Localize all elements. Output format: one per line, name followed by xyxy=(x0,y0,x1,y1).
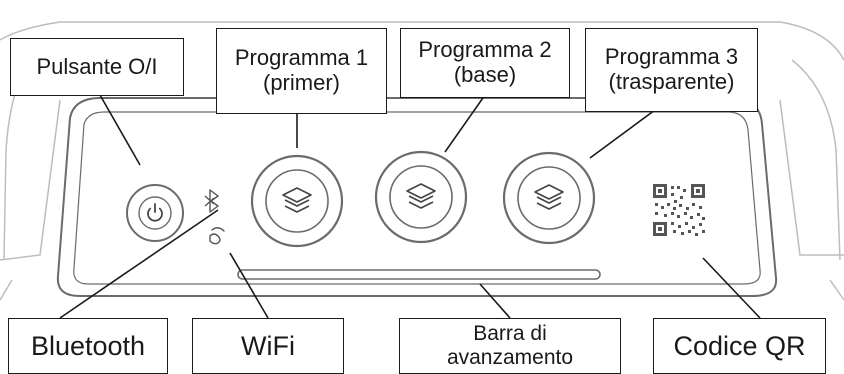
progress-bar xyxy=(237,269,601,280)
power-icon xyxy=(147,203,163,222)
button-panel xyxy=(56,97,778,297)
program1-button[interactable] xyxy=(250,154,344,248)
program2-callout: Programma 2 (base) xyxy=(400,28,570,98)
bluetooth-icon xyxy=(204,189,219,213)
wifi-icon xyxy=(209,227,225,245)
qr-callout: Codice QR xyxy=(653,318,826,374)
program2-label-line1: Programma 2 xyxy=(418,37,552,63)
program2-button[interactable] xyxy=(374,150,468,244)
bluetooth-label: Bluetooth xyxy=(30,330,146,361)
program1-label-line2: (primer) xyxy=(263,70,340,95)
progress-callout: Barra di avanzamento xyxy=(399,318,621,374)
leader-qr xyxy=(702,257,761,319)
program3-label-line1: Programma 3 xyxy=(604,44,739,70)
bluetooth-callout: Bluetooth xyxy=(8,318,168,374)
power-callout: Pulsante O/I xyxy=(10,38,184,96)
program3-button[interactable] xyxy=(502,151,596,245)
program1-callout: Programma 1 (primer) xyxy=(216,28,387,114)
leader-program3 xyxy=(589,109,656,159)
qr-code-icon xyxy=(653,184,705,236)
callout-leaders xyxy=(59,94,761,319)
leader-power xyxy=(99,94,141,166)
program1-label-line1: Programma 1 xyxy=(234,45,369,71)
leader-program2 xyxy=(444,94,486,153)
power-label: Pulsante O/I xyxy=(36,53,158,79)
program3-callout: Programma 3 (trasparente) xyxy=(585,28,758,112)
leader-progress xyxy=(479,283,511,319)
progress-label-line2: avanzamento xyxy=(446,346,574,369)
layers-icon xyxy=(534,184,564,210)
program3-label-line2: (trasparente) xyxy=(608,69,735,94)
leader-wifi xyxy=(229,252,269,319)
power-button[interactable] xyxy=(126,184,184,242)
progress-label-line1: Barra di xyxy=(473,322,547,346)
wifi-label: WiFi xyxy=(241,330,295,361)
leader-bluetooth xyxy=(59,209,219,319)
layers-icon xyxy=(406,183,436,209)
layers-icon xyxy=(282,187,312,213)
qr-label: Codice QR xyxy=(673,330,806,361)
program2-label-line2: (base) xyxy=(453,62,517,87)
wifi-callout: WiFi xyxy=(192,318,344,374)
